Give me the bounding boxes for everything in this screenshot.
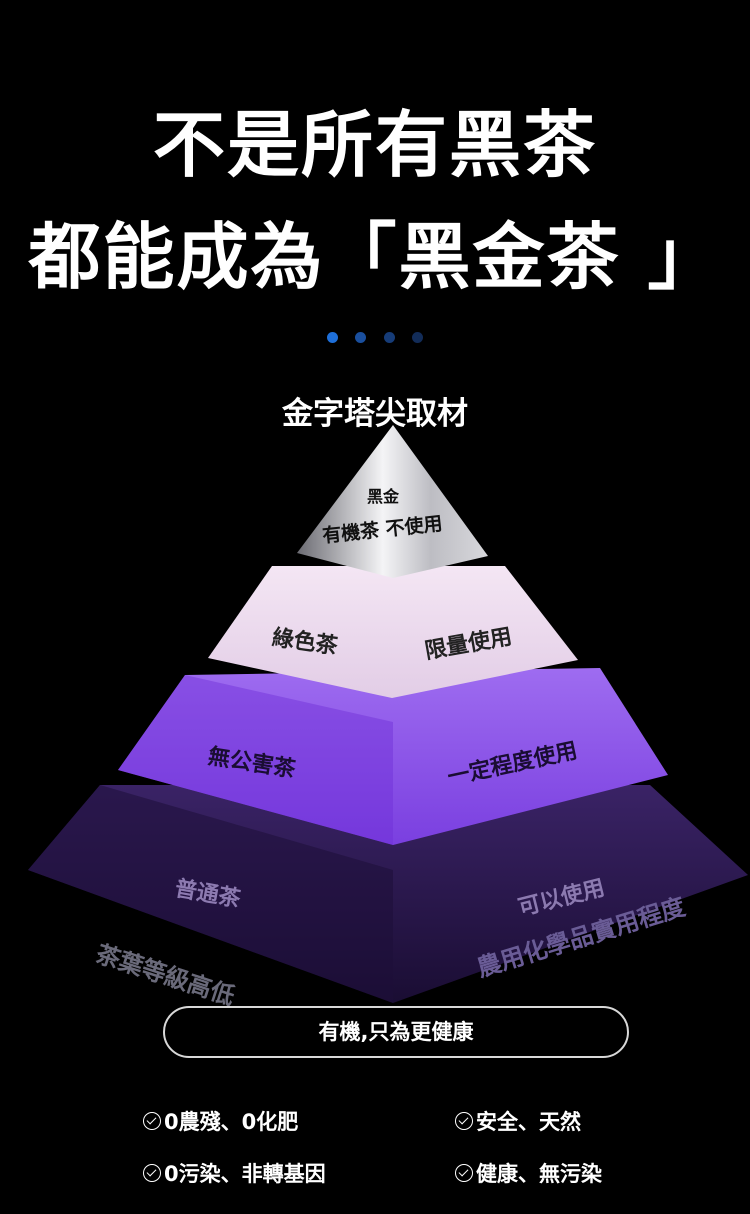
check-circle-icon bbox=[455, 1164, 473, 1182]
pyramid-tier-1 bbox=[297, 425, 488, 578]
carousel-dot-4[interactable] bbox=[411, 332, 423, 343]
feature-text-3: 0污染、非轉基因 bbox=[164, 1162, 326, 1186]
check-circle-icon bbox=[143, 1164, 161, 1182]
tier-1-name: 黑金 bbox=[367, 487, 400, 506]
pyramid-tier-2 bbox=[208, 566, 578, 698]
check-circle-icon bbox=[455, 1112, 473, 1130]
carousel-dot-1[interactable] bbox=[327, 332, 339, 343]
feature-text-1: 0農殘、0化肥 bbox=[164, 1110, 299, 1134]
slogan-pill: 有機,只為更健康 bbox=[163, 1006, 629, 1058]
feature-text-4: 健康、無污染 bbox=[476, 1162, 602, 1186]
feature-item-1: 0農殘、0化肥 bbox=[143, 1106, 298, 1136]
feature-item-3: 0污染、非轉基因 bbox=[143, 1158, 326, 1188]
carousel-dot-2[interactable] bbox=[355, 332, 367, 343]
feature-item-4: 健康、無污染 bbox=[455, 1158, 602, 1188]
check-circle-icon bbox=[143, 1112, 161, 1130]
pyramid-graphic bbox=[28, 425, 748, 1003]
carousel-dot-3[interactable] bbox=[383, 332, 395, 343]
feature-text-2: 安全、天然 bbox=[476, 1110, 581, 1134]
pyramid-tier-3 bbox=[118, 668, 668, 845]
headline-line-2: 都能成為「黑金茶 」 bbox=[28, 215, 722, 299]
feature-item-2: 安全、天然 bbox=[455, 1106, 581, 1136]
headline-line-1: 不是所有黑茶 bbox=[152, 103, 597, 187]
pyramid-title: 金字塔尖取材 bbox=[282, 396, 468, 432]
carousel-indicator[interactable] bbox=[0, 328, 750, 347]
